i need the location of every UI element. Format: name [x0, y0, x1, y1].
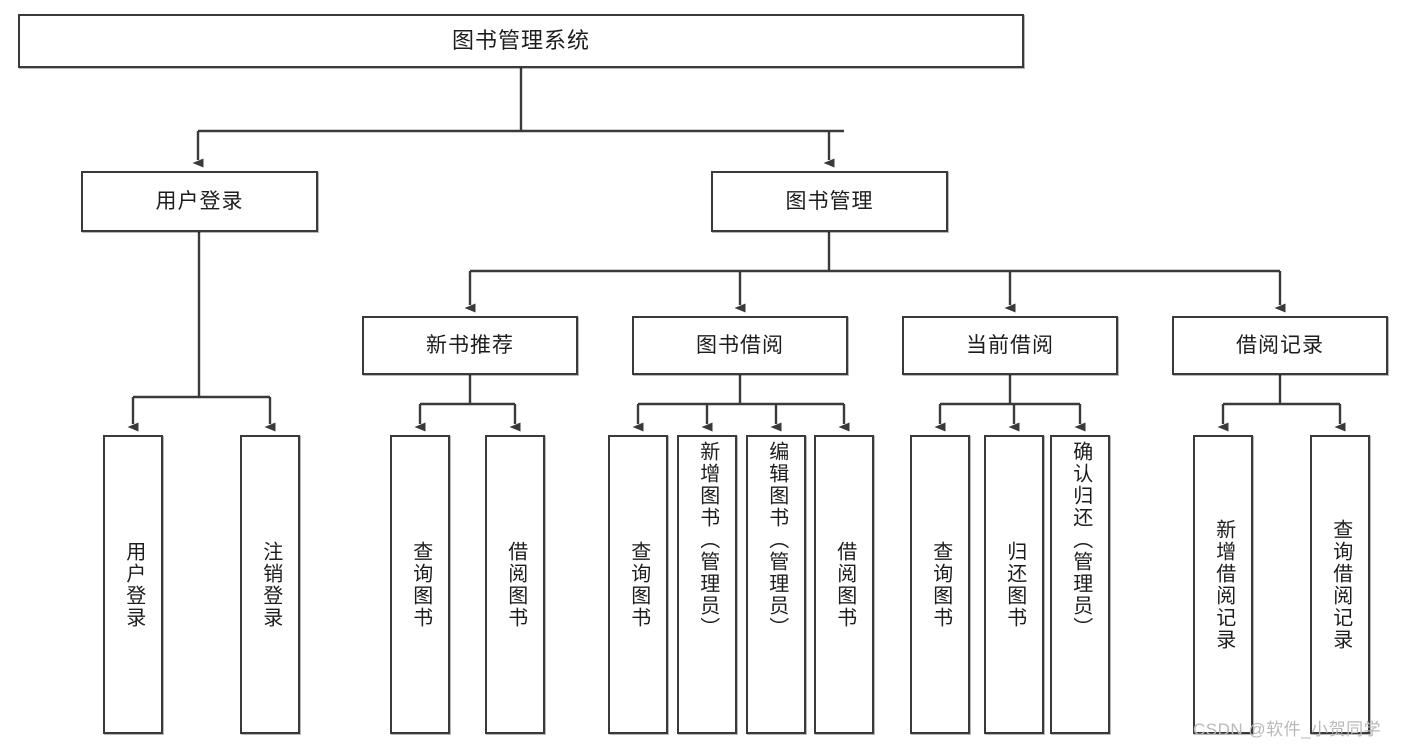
node-leaf-logout-login[interactable]: 注销登录: [240, 435, 300, 734]
node-leaf-edit-book-label: 编辑图书（管理员）: [765, 441, 788, 639]
node-leaf-query-book-2[interactable]: 查询图书: [608, 435, 668, 734]
node-leaf-add-record[interactable]: 新增借阅记录: [1193, 435, 1253, 734]
node-root[interactable]: 图书管理系统: [18, 14, 1024, 68]
node-leaf-query-book-2-label: 查询图书: [627, 540, 650, 629]
node-leaf-return-book[interactable]: 归还图书: [984, 435, 1044, 734]
node-book-borrow[interactable]: 图书借阅: [632, 316, 848, 375]
node-book-borrow-label: 图书借阅: [696, 333, 784, 357]
node-leaf-query-record-label: 查询借阅记录: [1329, 518, 1352, 651]
node-leaf-add-record-label: 新增借阅记录: [1212, 518, 1235, 651]
node-leaf-add-book-label: 新增图书（管理员）: [696, 441, 719, 639]
node-leaf-user-login-label: 用户登录: [122, 540, 145, 629]
node-leaf-return-book-label: 归还图书: [1003, 540, 1026, 629]
node-current-borrow-label: 当前借阅: [966, 333, 1054, 357]
node-leaf-borrow-book-2-label: 借阅图书: [833, 540, 856, 629]
node-leaf-borrow-book-1[interactable]: 借阅图书: [485, 435, 545, 734]
node-leaf-query-record[interactable]: 查询借阅记录: [1310, 435, 1370, 734]
node-root-label: 图书管理系统: [451, 27, 590, 53]
node-user-login[interactable]: 用户登录: [81, 171, 318, 232]
node-book-manage[interactable]: 图书管理: [711, 171, 948, 232]
node-borrow-record[interactable]: 借阅记录: [1172, 316, 1388, 375]
csdn-watermark: CSDN @软件_小贺同学: [1193, 720, 1382, 739]
node-leaf-edit-book[interactable]: 编辑图书（管理员）: [746, 435, 806, 734]
node-new-book-recommend[interactable]: 新书推荐: [362, 316, 578, 375]
node-leaf-logout-login-label: 注销登录: [259, 540, 282, 629]
node-leaf-confirm-return[interactable]: 确认归还（管理员）: [1050, 435, 1110, 734]
node-leaf-user-login[interactable]: 用户登录: [103, 435, 163, 734]
node-leaf-query-book-1[interactable]: 查询图书: [390, 435, 450, 734]
node-book-manage-label: 图书管理: [785, 189, 874, 213]
node-leaf-query-book-3-label: 查询图书: [929, 540, 952, 629]
node-leaf-query-book-1-label: 查询图书: [409, 540, 432, 629]
node-leaf-query-book-3[interactable]: 查询图书: [910, 435, 970, 734]
node-new-book-recommend-label: 新书推荐: [426, 333, 514, 357]
node-leaf-borrow-book-2[interactable]: 借阅图书: [814, 435, 874, 734]
node-user-login-label: 用户登录: [155, 189, 244, 213]
node-leaf-borrow-book-1-label: 借阅图书: [504, 540, 527, 629]
node-leaf-confirm-return-label: 确认归还（管理员）: [1069, 441, 1092, 639]
node-borrow-record-label: 借阅记录: [1236, 333, 1324, 357]
node-leaf-add-book[interactable]: 新增图书（管理员）: [677, 435, 737, 734]
node-current-borrow[interactable]: 当前借阅: [902, 316, 1118, 375]
